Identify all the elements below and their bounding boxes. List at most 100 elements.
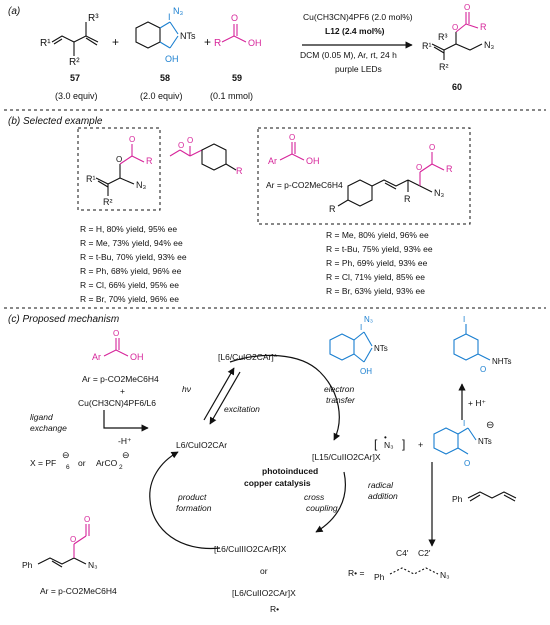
or-label: or [260,566,268,576]
svg-text:N₃: N₃ [88,560,98,570]
reagent-57-equiv: (3.0 equiv) [55,91,98,101]
svg-text:N₃: N₃ [440,570,450,580]
right-yield-4: R = Br, 63% yield, 93% ee [326,286,425,296]
allyl-radical-structure: Ph N₃ C4' C2' [374,548,450,582]
section-c-label: (c) Proposed mechanism [8,314,119,325]
reagent-58-equiv: (2.0 equiv) [140,91,183,101]
svg-text:N₃: N₃ [434,188,444,198]
electron-transfer-label: electron [324,384,355,394]
reagent-58-structure: I N₃ NTs OH [135,6,196,64]
svg-text:O: O [129,135,135,144]
catalytic-cycle [149,354,346,550]
svg-text:NTs: NTs [374,344,388,353]
svg-text:6: 6 [66,464,70,471]
excitation-label: excitation [224,404,260,414]
svg-text:I: I [463,315,465,324]
plus-h-label: + H⁺ [468,398,486,408]
methyl-ester-aryl-structure: O O R [169,136,243,176]
left-example-structure: R¹ O O R N₃ R² [86,135,153,207]
phenylbutadiene-structure: Ph [452,491,517,504]
svg-text:R: R [480,22,487,32]
svg-text:NTs: NTs [478,437,492,446]
svg-text:Ar: Ar [92,352,101,362]
svg-text:O: O [187,136,193,145]
svg-text:]: ] [402,437,405,451]
mechanism-acid-structure: Ar O OH [92,329,144,362]
cu-i-excited: [L6/CuIO2CAr]* [218,352,278,362]
svg-text:R: R [214,38,221,49]
svg-text:R²: R² [103,197,113,207]
svg-text:O: O [84,515,90,524]
section-b-label: (b) Selected example [8,116,103,127]
svg-text:O: O [231,13,238,23]
cu-ii: [L15/CuIIO2CAr]X [312,452,381,462]
svg-text:exchange: exchange [30,423,67,433]
svg-text:O: O [113,329,119,338]
left-yield-4: R = Cl, 66% yield, 95% ee [80,280,179,290]
svg-text:⊖: ⊖ [486,420,494,431]
svg-text:I: I [360,323,362,332]
right-acid-structure: Ar O OH [268,133,320,166]
svg-text:N₃: N₃ [173,6,183,16]
svg-text:⊖: ⊖ [122,450,130,460]
mechanism-ar-def-bottom: Ar = p-CO2MeC6H4 [40,586,117,596]
svg-text:R²: R² [69,57,80,68]
svg-text:2: 2 [119,464,123,471]
svg-text:N₃: N₃ [136,180,146,190]
svg-text:O: O [452,23,458,32]
mechanism-ar-def-top: Ar = p-CO2MeC6H4 [82,374,159,384]
svg-text:[: [ [374,437,378,451]
left-yield-3: R = Ph, 68% yield, 96% ee [80,266,182,276]
ligand-exchange-label: ligand [30,412,53,422]
svg-text:N₃: N₃ [484,40,494,50]
svg-text:R: R [236,166,243,176]
minus-h: -H⁺ [118,436,132,446]
left-yield-5: R = Br, 70% yield, 96% ee [80,294,179,304]
right-yield-1: R = t-Bu, 75% yield, 93% ee [326,244,433,254]
svg-text:O: O [416,163,422,172]
svg-text:NHTs: NHTs [492,357,512,366]
svg-text:+: + [418,440,423,450]
reagent-59-equiv: (0.1 mmol) [210,91,253,101]
svg-text:ArCO: ArCO [96,458,118,468]
plus-sign: + [112,35,119,49]
left-yield-0: R = H, 80% yield, 95% ee [80,224,177,234]
svg-text:formation: formation [176,503,212,513]
section-a-label: (a) [8,6,20,17]
svg-text:or: or [78,458,86,468]
acid-59-structure: R O OH [214,13,262,49]
product-60-label: 60 [452,82,462,92]
svg-text:R: R [446,164,453,174]
svg-text:R¹: R¹ [86,174,96,184]
c2-label: C2' [418,548,431,558]
azide-radical: N₃ [384,440,394,450]
svg-text:R: R [146,156,153,166]
svg-text:O: O [116,155,122,164]
svg-text:OH: OH [165,54,179,64]
svg-text:I: I [168,12,171,22]
reagent-59-label: 59 [232,73,242,83]
right-example-structure: R R O O R N₃ [329,143,453,214]
svg-text:coupling: coupling [306,503,338,513]
cu-ii-alt: [L6/CuIIO2CAr]X [232,588,296,598]
ligand-exchange-arrow [103,410,149,432]
right-example-box [257,127,471,225]
svg-text:R•: R• [270,604,279,614]
svg-text:transfer: transfer [326,395,356,405]
svg-text:⊖: ⊖ [62,450,70,460]
svg-text:+: + [204,35,211,49]
svg-text:OH: OH [360,367,372,376]
svg-text:R: R [329,204,336,214]
right-yield-3: R = Cl, 71% yield, 85% ee [326,272,425,282]
hv-label: hν [182,384,192,394]
product-formation-label: product [177,492,207,502]
svg-text:copper catalysis: copper catalysis [244,478,311,488]
svg-text:I: I [463,419,465,428]
condition-catalyst: Cu(CH3CN)4PF6 (2.0 mol%) [303,12,413,22]
svg-text:R¹: R¹ [422,41,432,51]
svg-text:OH: OH [248,38,262,48]
condition-light: purple LEDs [335,64,382,74]
left-example-box [77,127,161,211]
mechanism-reagent-58: I N₃ NTs OH [329,315,388,376]
